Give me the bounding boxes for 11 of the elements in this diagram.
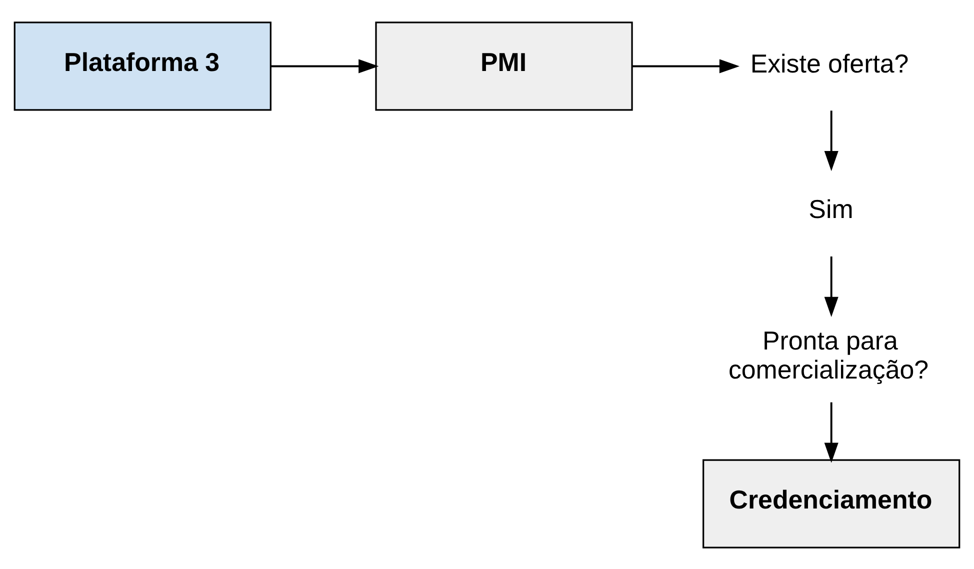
arrow <box>271 58 379 73</box>
arrow <box>824 256 838 316</box>
node-text: Existe oferta? <box>750 50 909 78</box>
arrow <box>824 402 838 462</box>
node-box: Credenciamento <box>702 458 960 548</box>
node-box: Plataforma 3 <box>14 21 272 110</box>
arrow <box>824 110 838 171</box>
node-text: Pronta para comercialização? <box>728 326 929 384</box>
node-box: PMI <box>375 21 633 110</box>
node-text: Sim <box>808 196 854 224</box>
arrow <box>632 58 740 73</box>
